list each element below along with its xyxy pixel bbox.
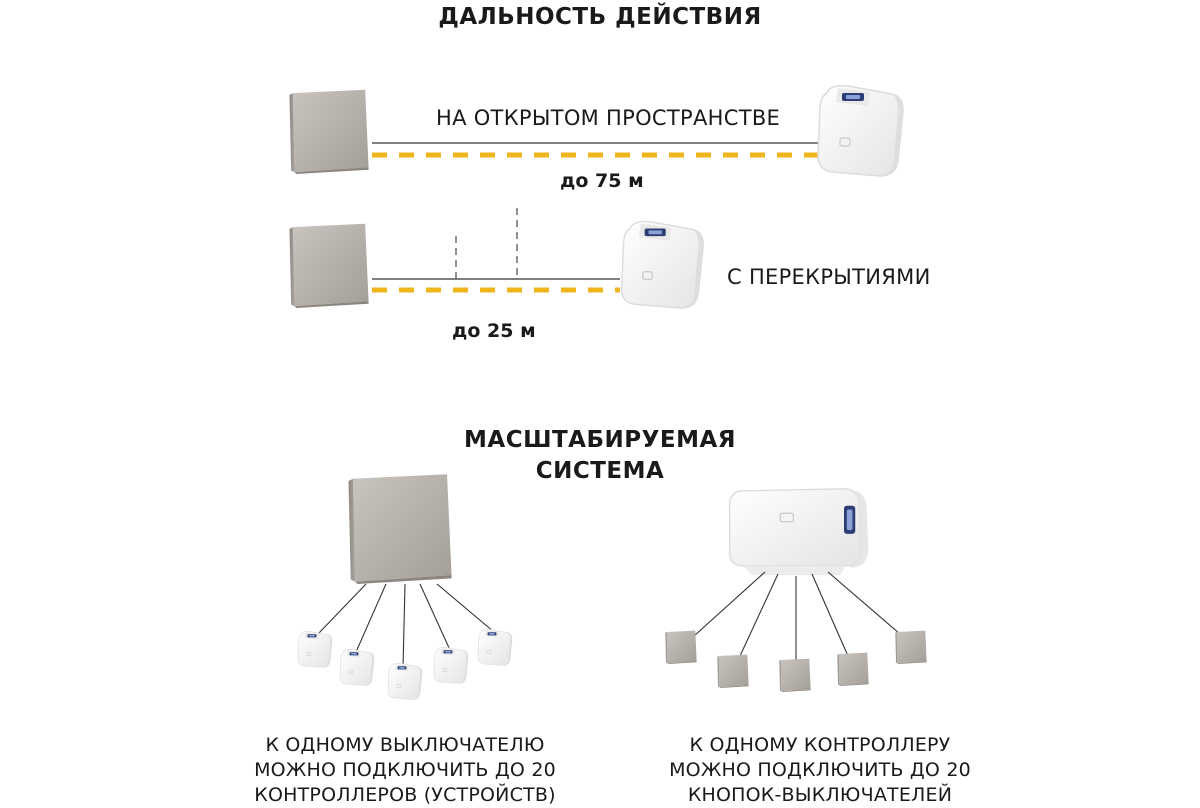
wireless-switch-icon (289, 89, 369, 174)
scalable-title: МАСШТАБИРУЕМАЯ СИСТЕМА (0, 425, 1200, 487)
wireless-switch-icon (779, 658, 811, 692)
controller-module-icon (433, 646, 469, 684)
wireless-switch-icon (837, 652, 869, 686)
open-space-label: НА ОТКРЫТОМ ПРОСТРАНСТВЕ (436, 106, 781, 130)
right-caption-line1: К ОДНОМУ КОНТРОЛЛЕРУ (689, 734, 951, 756)
obstacles-label: С ПЕРЕКРЫТИЯМИ (727, 265, 931, 289)
controller-module-icon (817, 84, 904, 177)
controller-module-icon (297, 630, 333, 668)
open-space-row (289, 84, 904, 177)
left-caption-line3: КОНТРОЛЛЕРОВ (УСТРОЙСТВ) (254, 784, 556, 806)
wireless-switch-icon (289, 223, 369, 308)
right-caption: К ОДНОМУ КОНТРОЛЛЕРУ МОЖНО ПОДКЛЮЧИТЬ ДО… (620, 733, 1020, 808)
range-title: ДАЛЬНОСТЬ ДЕЙСТВИЯ (438, 4, 762, 30)
right-caption-line2: МОЖНО ПОДКЛЮЧИТЬ ДО 20 (669, 759, 971, 781)
left-caption-line1: К ОДНОМУ ВЫКЛЮЧАТЕЛЮ (265, 734, 545, 756)
scalable-title-line2: СИСТЕМА (535, 458, 665, 484)
left-caption-line2: МОЖНО ПОДКЛЮЧИТЬ ДО 20 (254, 759, 556, 781)
scalable-title-line1: МАСШТАБИРУЕМАЯ (464, 427, 736, 453)
controller-to-switches-diagram (665, 488, 927, 692)
controller-module-icon (728, 488, 870, 576)
wireless-switch-icon (665, 630, 697, 664)
controller-module-icon (620, 220, 705, 309)
obstacles-row (289, 208, 705, 309)
connection-lines (693, 571, 901, 660)
switch-to-controllers-diagram (297, 474, 513, 700)
controller-module-icon (387, 662, 423, 700)
left-caption: К ОДНОМУ ВЫКЛЮЧАТЕЛЮ МОЖНО ПОДКЛЮЧИТЬ ДО… (210, 733, 600, 808)
connection-lines (317, 583, 495, 669)
right-caption-line3: КНОПОК-ВЫКЛЮЧАТЕЛЕЙ (687, 784, 953, 806)
obstacles-distance: до 25 м (452, 320, 536, 342)
controller-module-icon (477, 628, 513, 666)
open-space-distance: до 75 м (560, 170, 644, 192)
wireless-switch-icon (717, 654, 749, 688)
wireless-switch-icon (895, 630, 927, 664)
wireless-switch-icon (348, 474, 452, 584)
controller-module-icon (339, 648, 375, 686)
